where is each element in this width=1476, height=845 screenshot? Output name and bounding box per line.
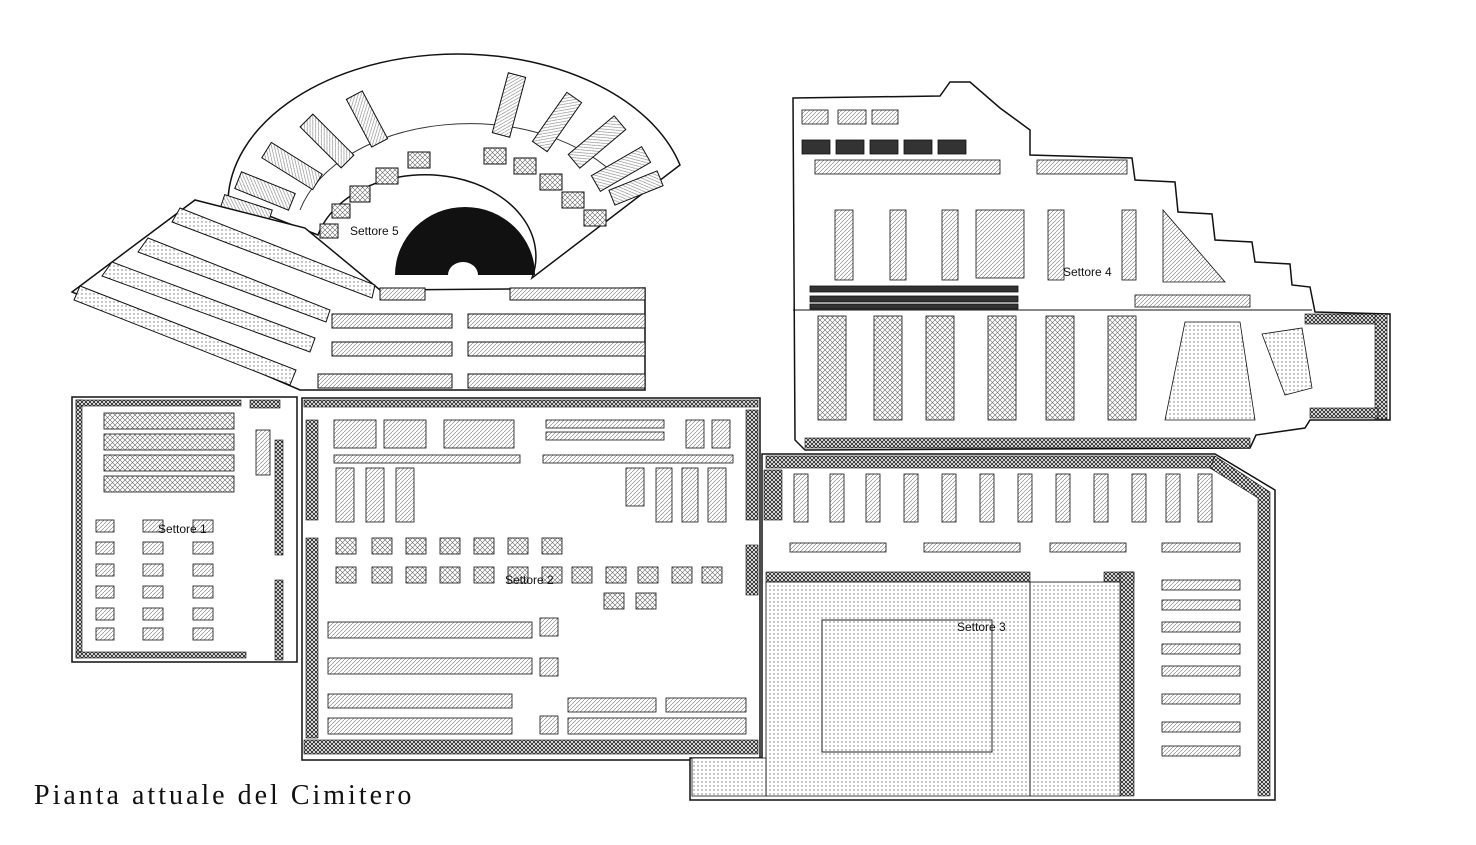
sector-4: Settore 4 bbox=[792, 81, 1391, 451]
sector-3-label: Settore 3 bbox=[957, 620, 1006, 634]
sector-3: Settore 3 bbox=[689, 453, 1276, 801]
plan-caption: Pianta attuale del Cimitero bbox=[34, 780, 415, 811]
sector-1-label: Settore 1 bbox=[158, 522, 207, 536]
sector-5-label: Settore 5 bbox=[350, 224, 399, 238]
sector-5: Settore 5 bbox=[70, 53, 681, 391]
sector-2-label: Settore 2 bbox=[505, 573, 554, 587]
sector-2: Settore 2 bbox=[301, 397, 761, 761]
sector-1: Settore 1 bbox=[71, 396, 298, 663]
sector-4-label: Settore 4 bbox=[1063, 265, 1112, 279]
